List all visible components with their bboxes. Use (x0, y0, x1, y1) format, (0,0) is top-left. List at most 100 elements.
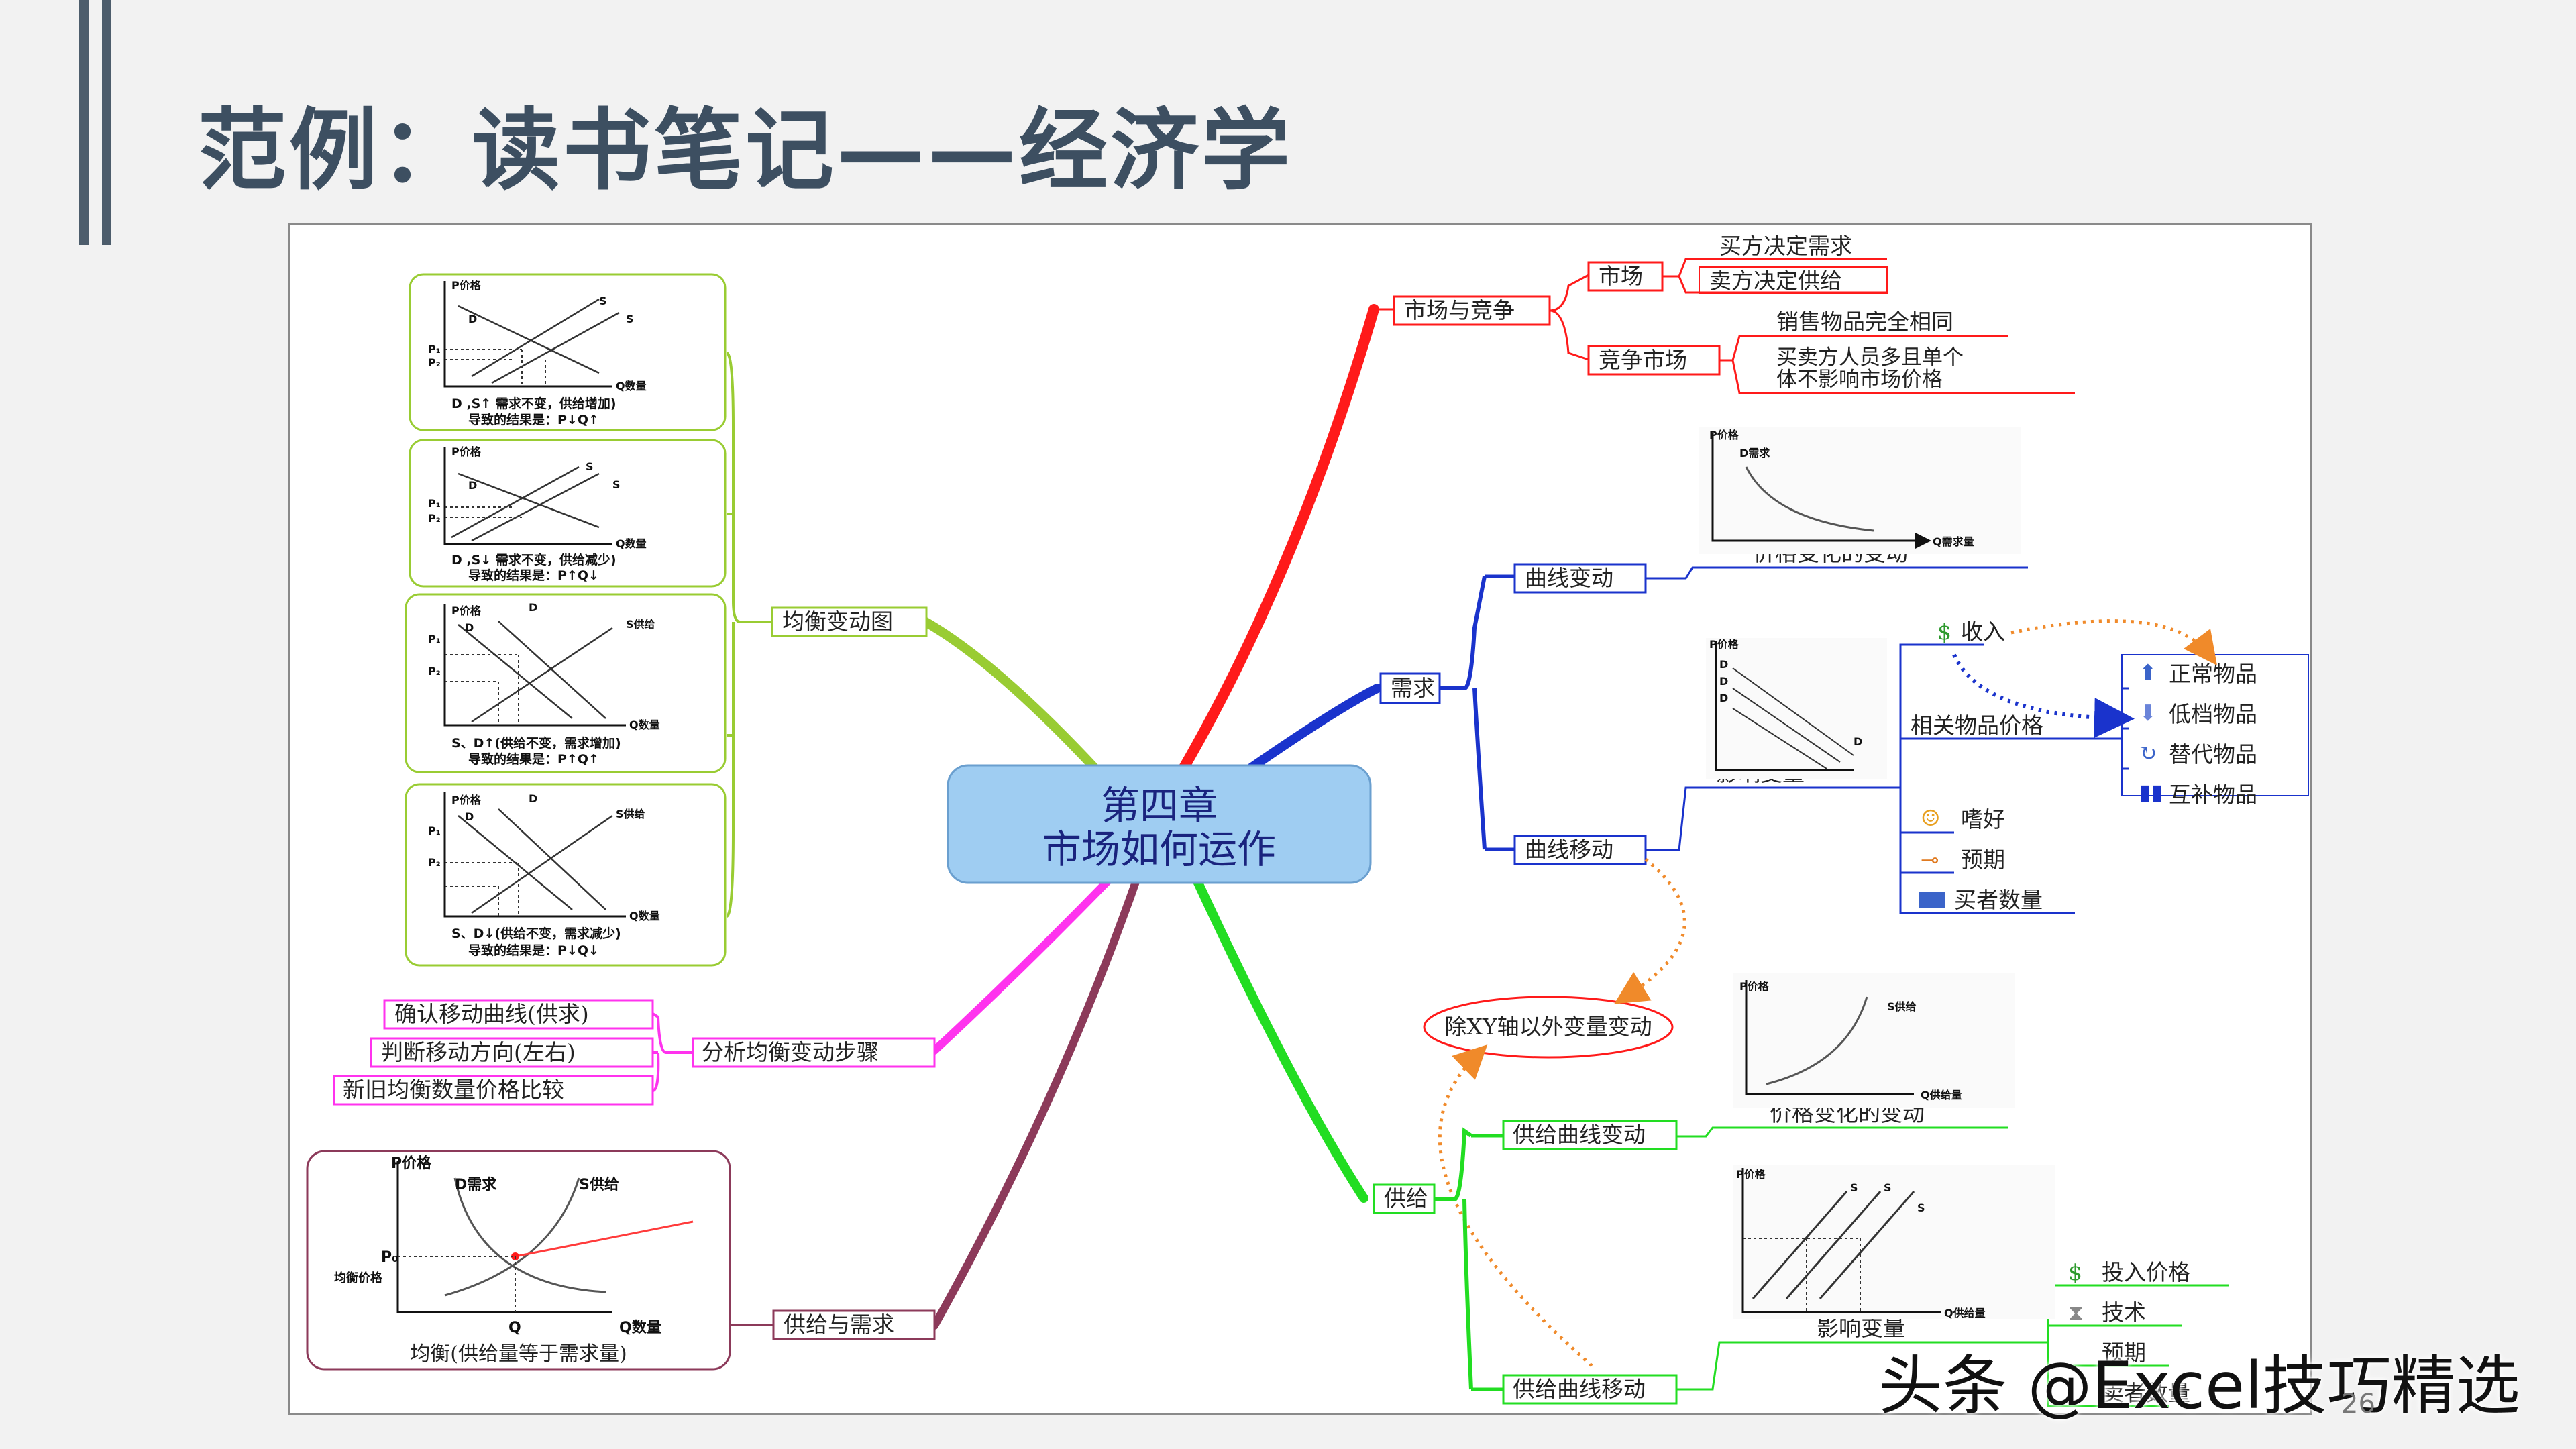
svg-text:Q数量: Q数量 (629, 910, 660, 922)
equilibrium-chart-4: P价格 D D S供给 P₁ P₂ Q数量 S、D↓(供给不变，需求减少) 导致… (405, 783, 727, 967)
svg-text:S供给: S供给 (616, 808, 645, 820)
svg-text:S供给: S供给 (1887, 1000, 1917, 1013)
svg-text:D: D (1854, 735, 1862, 748)
svg-text:S: S (1850, 1181, 1858, 1194)
supply-demand-chart: P价格 D需求 S供给 P₀ 均衡价格 Q Q数量 均衡(供给量等于需求量) (334, 1155, 694, 1366)
equilibrium-node-label: 均衡变动图 (782, 608, 893, 635)
svg-text:导致的结果是：P↑Q↓: 导致的结果是：P↑Q↓ (468, 568, 599, 583)
svg-text:S供给: S供给 (626, 618, 655, 631)
complement-icon: ▮▮ (2139, 779, 2163, 805)
slide-title: 范例：读书笔记——经济学 (198, 99, 1293, 203)
income-icon: $ (1937, 619, 1951, 645)
svg-text:S供给: S供给 (579, 1176, 619, 1193)
svg-text:P价格: P价格 (451, 445, 482, 458)
supply-group: 供给 供给曲线变动 价格变化的变动 供给曲线移动 影响变量 $ 投入价格 ⧗ 技… (1373, 973, 2229, 1407)
demand-group: 需求 曲线变动 价格变化的变动 曲线移动 影响变量 $ 收入 相关物品价格 ☺ … (1379, 427, 2309, 914)
svg-text:P价格: P价格 (451, 604, 482, 617)
svg-text:S: S (1917, 1201, 1925, 1214)
expectation-label: 预期 (1961, 847, 2005, 873)
svg-text:P价格: P价格 (1739, 980, 1770, 993)
income-dotted-arrow (2010, 619, 2218, 665)
svg-text:Q需求量: Q需求量 (1933, 535, 1974, 548)
svg-text:均衡价格: 均衡价格 (334, 1271, 383, 1285)
svg-text:Q数量: Q数量 (619, 1319, 661, 1336)
svg-text:均衡(供给量等于需求量): 均衡(供给量等于需求量) (410, 1342, 627, 1366)
sellers-count-label: 卖者数量 (2102, 1380, 2190, 1406)
demand-shift-graph: P价格 D D D D (1706, 638, 1887, 779)
supply-node-label: 供给 (1384, 1185, 1428, 1212)
normal-good: 正常物品 (2169, 661, 2257, 687)
svg-text:D需求: D需求 (1739, 447, 1770, 460)
hourglass-icon: ⧗ (2068, 1299, 2084, 1326)
many-buyers-1: 买卖方人员多且单个 (1776, 345, 1964, 370)
related-dotted-arrow (1952, 653, 2135, 739)
orange-arrow-top (1614, 858, 1686, 1004)
svg-text:P价格: P价格 (1736, 1168, 1766, 1181)
svg-text:D: D (465, 810, 474, 823)
branch-market (1174, 304, 1379, 781)
mindmap-image-frame: 第四章 市场如何运作 市场与竞争 市场 买方决定需求 卖方决定供给 竞争市场 销… (288, 223, 2312, 1415)
income-label: 收入 (1961, 619, 2005, 645)
other-variable-label: 除XY轴以外变量变动 (1444, 1014, 1652, 1040)
branch-supply-demand (930, 859, 1146, 1330)
equilibrium-group: 均衡变动图 P价格 D S S P₁ P₂ Q数量 D ,S↑ 需求不变，供给增… (405, 273, 928, 967)
svg-text:P₂: P₂ (428, 356, 441, 369)
svg-text:P₁: P₁ (428, 343, 441, 356)
svg-text:Q: Q (508, 1320, 521, 1336)
svg-text:S: S (626, 313, 634, 325)
market-node-label: 市场与竞争 (1404, 297, 1515, 323)
normal-good-icon: ⬆ (2139, 659, 2157, 686)
many-buyers-2: 体不影响市场价格 (1776, 368, 1943, 392)
svg-text:导致的结果是：P↓Q↓: 导致的结果是：P↓Q↓ (468, 943, 599, 958)
supply-demand-group: 供给与需求 P价格 D需求 S供给 P₀ 均衡价格 Q Q数量 均衡(供给量等于… (306, 1150, 936, 1371)
svg-text:P价格: P价格 (1709, 638, 1739, 651)
supply-curve-shift: 供给曲线移动 (1513, 1376, 1646, 1402)
title-accent-bar-right (102, 0, 111, 245)
substitute-icon: ↻ (2139, 740, 2157, 766)
sellers-decide-supply: 卖方决定供给 (1709, 268, 1842, 294)
svg-text:Q供给量: Q供给量 (1921, 1089, 1962, 1102)
svg-text:D: D (1719, 658, 1728, 671)
svg-text:S: S (612, 478, 621, 491)
page-number: 26 (2341, 1389, 2375, 1419)
input-price-icon: $ (2068, 1259, 2082, 1285)
step-2: 判断移动方向(左右) (381, 1039, 576, 1065)
svg-text:D: D (529, 792, 537, 805)
watermark: 头条 @Excel技巧精选 (1878, 1348, 2520, 1424)
steps-group: 分析均衡变动步骤 确认移动曲线(供求) 判断移动方向(左右) 新旧均衡数量价格比… (333, 999, 936, 1106)
svg-text:D ,S↓ 需求不变，供给减少): D ,S↓ 需求不变，供给减少) (451, 552, 616, 568)
taste-icon: ☺ (1921, 805, 1941, 831)
svg-text:D: D (468, 479, 477, 492)
demand-curve-shift: 曲线移动 (1525, 837, 1613, 863)
svg-text:P₁: P₁ (428, 824, 441, 837)
buyers-decide-demand: 买方决定需求 (1719, 233, 1852, 259)
competitive-market-label: 竞争市场 (1599, 347, 1687, 373)
related-price-label: 相关物品价格 (1911, 712, 2043, 739)
key-icon: ⊸ (1921, 847, 1939, 873)
svg-text:D: D (465, 621, 474, 634)
steps-node-label: 分析均衡变动步骤 (702, 1039, 879, 1065)
input-price-label: 投入价格 (2102, 1259, 2190, 1285)
mindmap-diagram: 第四章 市场如何运作 市场与竞争 市场 买方决定需求 卖方决定供给 竞争市场 销… (306, 233, 2309, 1407)
same-goods: 销售物品完全相同 (1776, 309, 1953, 335)
svg-text:S、D↑(供给不变，需求增加): S、D↑(供给不变，需求增加) (451, 735, 621, 751)
svg-text:P₂: P₂ (428, 512, 441, 525)
supply-curve-change: 供给曲线变动 (1513, 1122, 1646, 1148)
supply-shift-graph: P价格 S S S Q供给量 (1733, 1165, 2055, 1320)
inferior-good: 低档物品 (2169, 701, 2257, 727)
complement-good: 互补物品 (2169, 782, 2257, 808)
center-title-2: 市场如何运作 (1042, 826, 1276, 872)
svg-text:Q数量: Q数量 (616, 380, 647, 392)
svg-text:S: S (586, 460, 594, 473)
supply-price-curve-graph: P价格 S供给 Q供给量 (1733, 973, 2015, 1108)
svg-text:D ,S↑ 需求不变，供给增加): D ,S↑ 需求不变，供给增加) (451, 396, 616, 411)
equilibrium-chart-1: P价格 D S S P₁ P₂ Q数量 D ,S↑ 需求不变，供给增加) 导致的… (409, 273, 727, 431)
svg-text:S: S (1884, 1181, 1892, 1194)
svg-text:Q数量: Q数量 (616, 537, 647, 550)
other-variable-node (1423, 996, 1674, 1059)
svg-text:导致的结果是：P↓Q↑: 导致的结果是：P↓Q↑ (468, 412, 599, 427)
svg-text:Q数量: Q数量 (629, 718, 660, 731)
branch-demand (1245, 684, 1382, 773)
svg-text:P₀: P₀ (381, 1249, 398, 1266)
svg-text:Q供给量: Q供给量 (1944, 1307, 1986, 1320)
